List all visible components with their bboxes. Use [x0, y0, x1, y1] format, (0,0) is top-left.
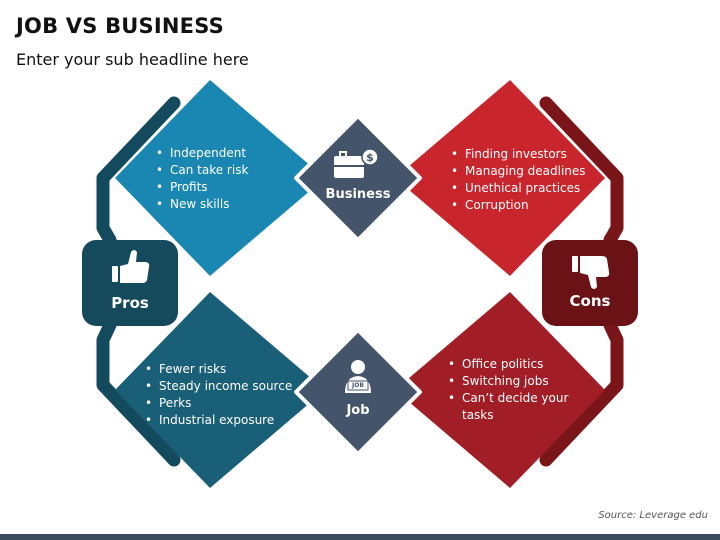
- source-note: Source: Leverage edu: [598, 510, 708, 521]
- list-item: Managing deadlines: [451, 163, 586, 180]
- list-item: Can’t decide your tasks: [448, 390, 578, 424]
- pros-bracket-lower: [96, 318, 181, 467]
- cons-bracket-lower: [539, 318, 624, 467]
- thumbs-down-icon: [572, 256, 610, 289]
- job-sign-text: JOB: [352, 382, 364, 389]
- list-item: Perks: [145, 395, 292, 412]
- list-item: Switching jobs: [448, 373, 578, 390]
- list-item: Steady income source: [145, 378, 292, 395]
- pros-label: Pros: [111, 294, 149, 312]
- list-item: Unethical practices: [451, 180, 586, 197]
- list-item: Corruption: [451, 197, 586, 214]
- person-job-sign-icon: [345, 360, 371, 393]
- cons-job-list: Office politics Switching jobs Can’t dec…: [448, 356, 578, 424]
- list-item: Independent: [156, 145, 248, 162]
- page-title: JOB VS BUSINESS: [16, 14, 224, 38]
- job-label: Job: [346, 403, 370, 418]
- list-item: Profits: [156, 179, 248, 196]
- cons-business-list: Finding investors Managing deadlines Une…: [451, 146, 586, 214]
- pros-business-list: Independent Can take risk Profits New sk…: [156, 145, 248, 213]
- pros-bracket: [96, 96, 181, 247]
- list-item: New skills: [156, 196, 248, 213]
- page-subtitle: Enter your sub headline here: [16, 50, 249, 69]
- list-item: Industrial exposure: [145, 412, 292, 429]
- business-label: Business: [325, 187, 391, 202]
- briefcase-dollar-icon: $: [334, 148, 379, 178]
- list-item: Office politics: [448, 356, 578, 373]
- cons-label: Cons: [569, 292, 611, 310]
- thumbs-up-icon: [112, 250, 150, 283]
- list-item: Can take risk: [156, 162, 248, 179]
- cons-bracket: [539, 96, 624, 247]
- bottom-bar: [0, 534, 720, 540]
- list-item: Fewer risks: [145, 361, 292, 378]
- svg-text:$: $: [366, 151, 374, 164]
- pros-job-list: Fewer risks Steady income source Perks I…: [145, 361, 292, 429]
- list-item: Finding investors: [451, 146, 586, 163]
